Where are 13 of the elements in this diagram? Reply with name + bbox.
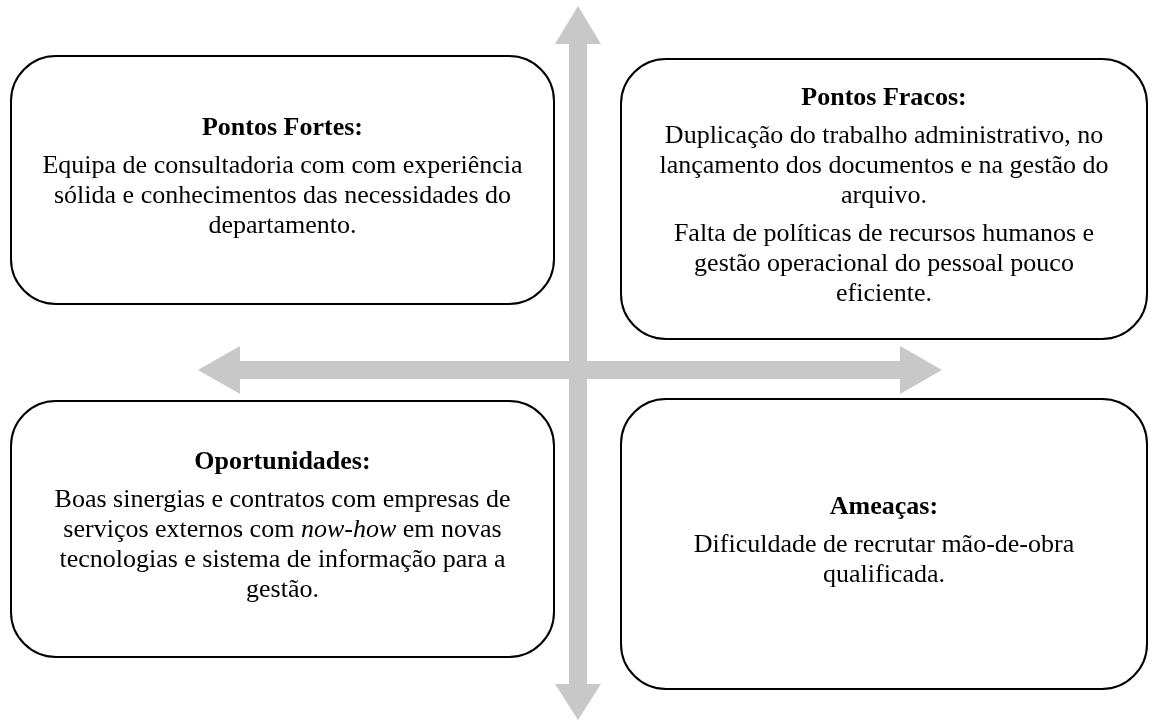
box-heading: Pontos Fracos: — [801, 82, 967, 113]
quadrant-box — [10, 400, 555, 658]
box-heading: Ameaças: — [829, 491, 939, 522]
box-text: Equipa de consultadoria com com experiência sólida e conhecimentos das necessidades do departamento. — [41, 150, 524, 240]
box-heading: Oportunidades: — [194, 446, 371, 477]
quadrant-box — [620, 398, 1148, 690]
box-text: Duplicação do trabalho administrativo, no lançamento dos documentos e na gestão do arquivo. — [658, 120, 1110, 210]
box-text: Dificuldade de recrutar mão-de-obra qualificada. — [692, 529, 1076, 589]
quadrant-box — [620, 58, 1148, 340]
quadrant-box — [10, 55, 555, 305]
box-text: Boas sinergias e contratos com empresas de serviços externos com now-how em novas tecnologias e sistema de informação para a gestão. — [53, 484, 512, 604]
box-heading: Pontos Fortes: — [202, 112, 363, 143]
box-text: Falta de políticas de recursos humanos e gestão operacional do pessoal pouco eficiente. — [672, 217, 1096, 308]
